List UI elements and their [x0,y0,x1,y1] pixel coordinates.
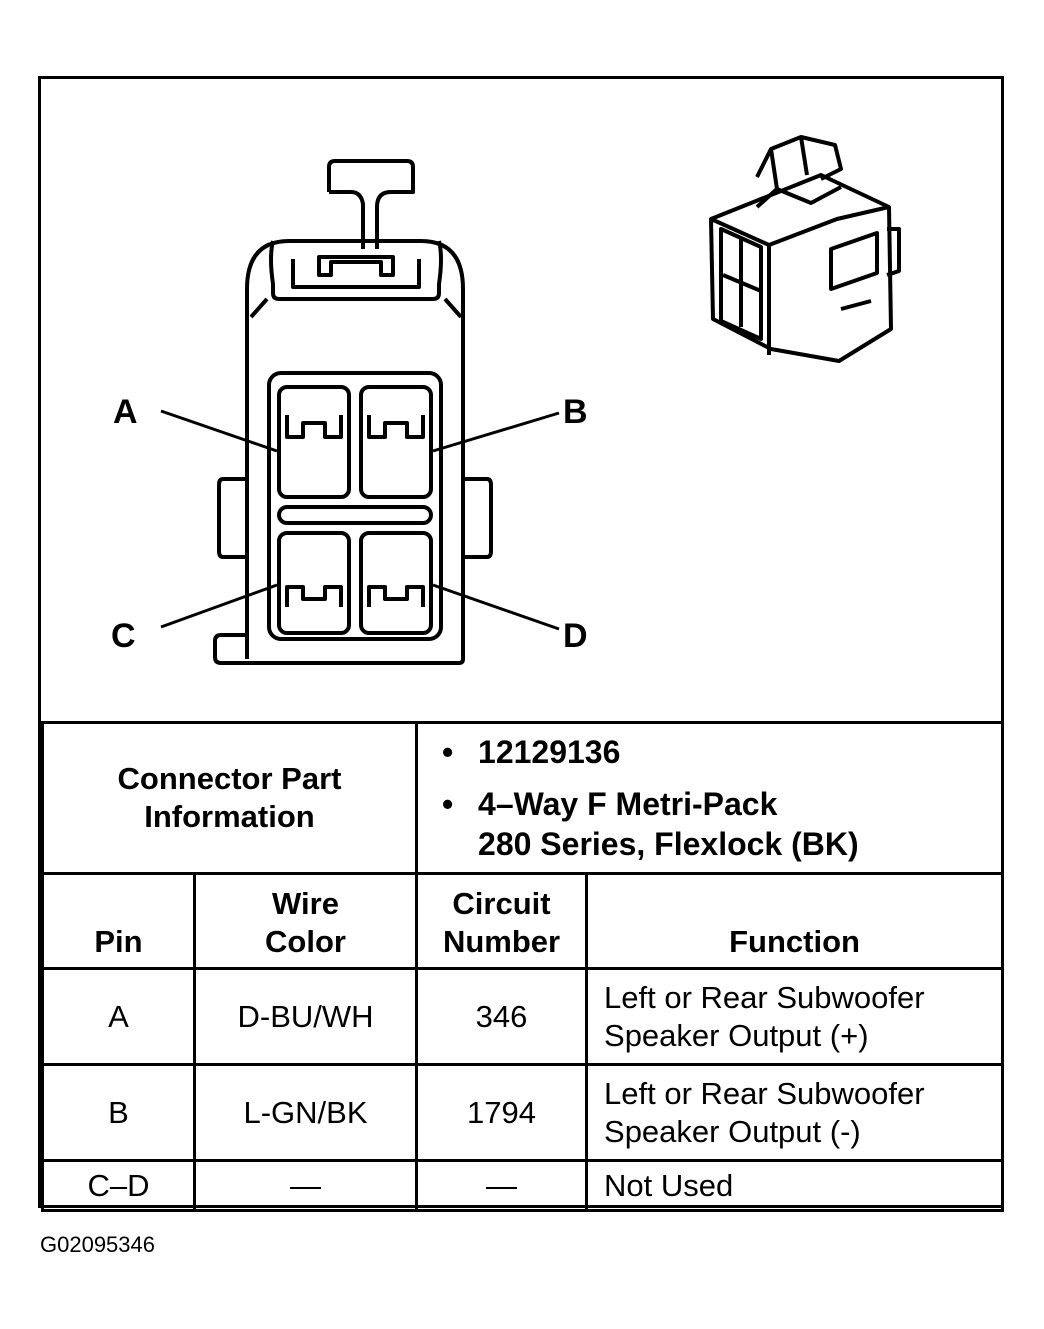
connector-diagram: A B C D [41,79,1001,724]
function-line-1: Left or Rear Subwoofer [604,979,925,1015]
pin-label-b: B [563,393,588,431]
cell-circuit: 1794 [415,1063,589,1162]
header-pin: Pin [41,872,196,970]
connector-part-heading: Connector Part Information [40,721,419,875]
part-type-item: • 4–Way F Metri-Pack 280 Series, Flexloc… [442,784,1001,864]
part-bullet-list: • 12129136 • 4–Way F Metri-Pack 280 Seri… [418,724,1001,872]
header-function: Function [585,872,1005,970]
connector-part-row: Connector Part Information • 12129136 • … [40,721,1005,875]
heading-line-2: Information [144,799,315,834]
table-row: A D-BU/WH 346 Left or Rear Subwoofer Spe… [41,967,1005,1066]
cell-circuit: 346 [415,967,589,1066]
part-type-line-1: 4–Way F Metri-Pack [478,786,778,822]
cell-function: Not Used [585,1159,1005,1212]
table-row: C–D — — Not Used [41,1159,1005,1212]
bullet-icon: • [442,786,454,822]
connector-info-table: Connector Part Information • 12129136 • … [40,721,1005,1212]
header-wire-line-1: Wire [272,886,339,921]
pin-label-a: A [113,393,138,431]
connector-part-details: • 12129136 • 4–Way F Metri-Pack 280 Seri… [415,721,1005,875]
part-type-line-2: 280 Series, Flexlock (BK) [478,826,859,862]
cell-wire-color: L-GN/BK [192,1063,419,1162]
header-wire-color: Wire Color [192,872,419,970]
cell-circuit: — [415,1159,589,1212]
cell-pin: A [41,967,196,1066]
pin-label-d: D [563,617,588,655]
header-pin-label: Pin [94,924,143,959]
cell-wire-color: D-BU/WH [192,967,419,1066]
cell-function: Left or Rear Subwoofer Speaker Output (+… [585,967,1005,1066]
table-row: B L-GN/BK 1794 Left or Rear Subwoofer Sp… [41,1063,1005,1162]
header-circuit-line-2: Number [442,924,561,959]
function-line-1: Left or Rear Subwoofer [604,1075,925,1111]
bullet-icon: • [442,734,454,770]
header-circuit-line-1: Circuit [452,886,551,921]
cell-wire-color: — [192,1159,419,1212]
function-line-2: Speaker Output (+) [604,1017,869,1053]
part-number: 12129136 [478,734,621,770]
diagram-frame: A B C D Connector Part Information • 121… [38,76,1005,1212]
header-circuit: Circuit Number [415,872,589,970]
cell-pin: C–D [41,1159,196,1212]
function-line-1: Not Used [604,1167,734,1203]
part-number-item: • 12129136 [442,732,1001,772]
connector-face-drawing [160,135,901,665]
figure-id: G02095346 [40,1232,155,1257]
header-wire-line-2: Color [265,924,346,959]
heading-line-1: Connector Part [117,761,342,796]
pin-label-c: C [111,617,136,655]
cell-function: Left or Rear Subwoofer Speaker Output (-… [585,1063,1005,1162]
function-line-2: Speaker Output (-) [604,1113,861,1149]
table-header-row: Pin Wire Color Circuit Number Function [41,872,1005,970]
cell-pin: B [41,1063,196,1162]
header-function-label: Function [729,924,860,959]
